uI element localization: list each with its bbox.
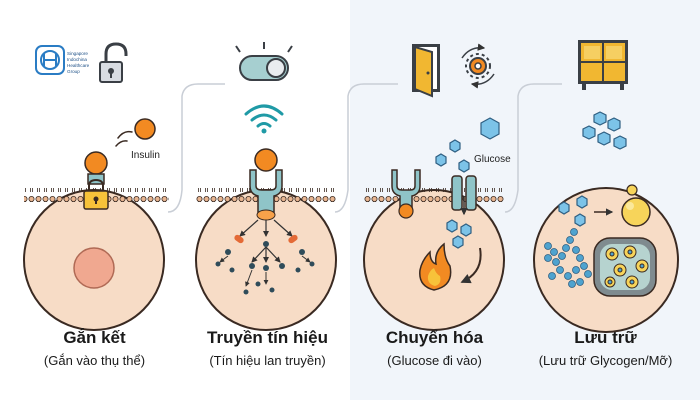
- glucose-molecule: [449, 139, 461, 153]
- stage-subtitle: (Tín hiệu lan truyền): [209, 353, 326, 368]
- glucose-molecule: [446, 219, 458, 233]
- insulin-molecule: [254, 148, 278, 172]
- glycogen-chain: [544, 228, 592, 288]
- insulin-molecule: [84, 151, 108, 175]
- logo-line: Healthcare: [67, 63, 90, 68]
- stage-title: Chuyển hóa: [385, 328, 484, 347]
- connector-line: [504, 83, 562, 213]
- fat-droplet: [626, 184, 638, 196]
- glucose-molecule: [597, 131, 611, 146]
- unlock-icon: [99, 42, 128, 83]
- stage-title: Lưu trữ: [574, 328, 637, 347]
- glucose-label: Glucose: [474, 154, 511, 165]
- glucose-molecule: [558, 201, 570, 215]
- stage-title: Truyền tín hiệu: [207, 328, 328, 347]
- receptor: [249, 169, 283, 213]
- insulin-label: Insulin: [131, 150, 160, 161]
- toggle-switch-icon: [235, 42, 293, 81]
- stage-label: Gắn kết (Gắn vào thụ thể): [7, 328, 182, 370]
- glucose-molecule: [452, 235, 464, 249]
- open-door-icon: [412, 44, 440, 98]
- stage-title: Gắn kết: [63, 328, 126, 347]
- logo-line: Singapore: [67, 51, 88, 56]
- glucose-molecule: [458, 159, 470, 173]
- logo: Singapore Indochina Healthcare Group: [35, 45, 90, 75]
- cell-storage: [533, 184, 679, 333]
- glucose-molecule: [613, 135, 627, 150]
- cell-binding: Insulin: [23, 118, 169, 331]
- glucose-molecule: [582, 125, 596, 140]
- glucose-molecule: [607, 117, 621, 132]
- cell-signaling: [195, 148, 337, 331]
- stage-subtitle: (Gắn vào thụ thể): [43, 353, 146, 368]
- connector-line: [167, 83, 225, 213]
- gear-icon: [461, 43, 495, 89]
- connector-line: [334, 83, 398, 213]
- insulin-molecule: [398, 203, 414, 219]
- glucose-molecule: [593, 111, 607, 126]
- storage-cabinet-icon: [578, 40, 628, 90]
- stage-subtitle: (Lưu trữ Glycogen/Mỡ): [538, 353, 673, 368]
- glucose-molecule: [574, 213, 586, 227]
- receptor: [391, 169, 421, 213]
- glucose-molecule: [460, 223, 472, 237]
- nucleus: [73, 247, 115, 289]
- cell-metabolism: Glucose: [363, 117, 511, 331]
- glucose-molecule: [576, 195, 588, 209]
- wifi-signal-icon: [244, 104, 284, 134]
- logo-line: Indochina: [67, 57, 87, 62]
- glucose-molecule: [435, 153, 447, 167]
- stage-subtitle: (Glucose đi vào): [387, 353, 482, 368]
- stage-label: Lưu trữ (Lưu trữ Glycogen/Mỡ): [518, 328, 693, 370]
- glucose-channel: [451, 175, 463, 211]
- flame-icon: [419, 242, 452, 291]
- logo-line: Group: [67, 69, 80, 74]
- fat-droplet: [621, 197, 651, 227]
- stage-label: Chuyển hóa (Glucose đi vào): [347, 328, 522, 370]
- stage-label: Truyền tín hiệu (Tín hiệu lan truyền): [180, 328, 355, 370]
- insulin-molecule: [134, 118, 156, 140]
- glucose-molecule: [480, 117, 500, 140]
- glucose-channel: [465, 175, 477, 211]
- lock-icon: [83, 178, 109, 210]
